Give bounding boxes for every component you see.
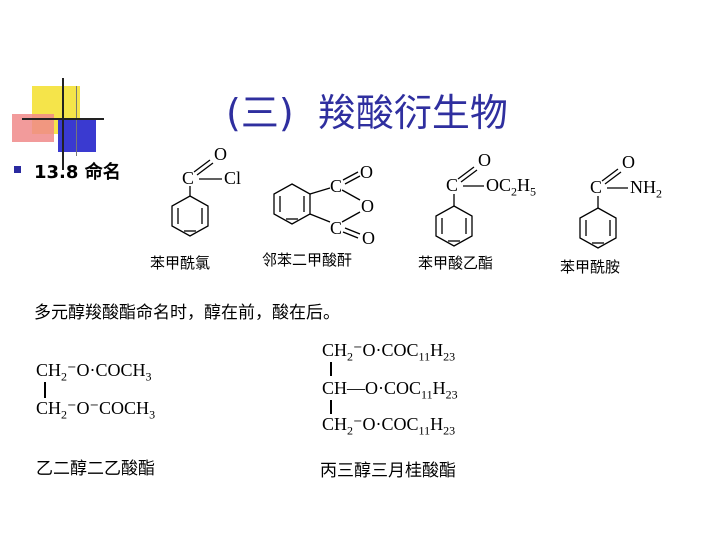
glycerol-ester-row: CH2⁻O·COC11H23 <box>322 340 456 364</box>
structure-caption: 邻苯二甲酸酐 <box>262 251 353 269</box>
atom-label: OC2H5 <box>486 175 537 199</box>
atom-label: O <box>360 162 373 182</box>
structure-caption: 苯甲酸乙酯 <box>418 254 494 272</box>
benzamide-structure <box>579 168 628 249</box>
slide-title: (三) 羧酸衍生物 <box>226 91 508 135</box>
benzoyl-chloride-structure <box>171 159 222 237</box>
structure-caption: 苯甲酰胺 <box>560 258 621 276</box>
atom-label: O <box>214 144 227 164</box>
atom-label: O <box>622 152 635 172</box>
section-heading: 13.8 命名 <box>34 162 121 183</box>
atom-label: O <box>362 228 375 248</box>
atom-label: C <box>590 177 603 197</box>
atom-label: C <box>182 168 195 188</box>
ethyl-benzoate-structure <box>435 166 484 247</box>
decor-blue-square <box>58 118 96 152</box>
atom-label: Cl <box>224 168 242 188</box>
structure-caption: 苯甲酰氯 <box>150 254 211 272</box>
title-text: 羧酸衍生物 <box>317 91 508 135</box>
atom-label: O <box>478 150 491 170</box>
bullet-icon <box>14 166 21 173</box>
glycol-ester-row: CH2⁻O⁻COCH3 <box>36 398 156 422</box>
decor-vertical-line-thin <box>76 86 77 156</box>
naming-rule-text: 多元醇羧酸酯命名时，醇在前，酸在后。 <box>34 303 340 323</box>
atom-label: C <box>446 175 459 195</box>
glycol-ester-row: CH2⁻O·COCH3 <box>36 360 152 384</box>
decor-horizontal-line <box>22 118 104 120</box>
glycerol-ester-row: CH—O·COC11H23 <box>322 378 458 402</box>
glycol-ester-name: 乙二醇二乙酸酯 <box>36 459 155 479</box>
bond-line <box>44 382 46 398</box>
atom-label: O <box>361 196 374 216</box>
atom-label: C <box>330 218 343 238</box>
bond-line <box>330 362 332 376</box>
phthalic-anhydride-structure <box>273 171 361 239</box>
bond-line <box>330 400 332 414</box>
decor-vertical-line <box>62 78 64 170</box>
glycerol-ester-name: 丙三醇三月桂酸酯 <box>320 461 456 481</box>
glycerol-ester-row: CH2⁻O·COC11H23 <box>322 414 456 438</box>
structures-diagram <box>171 159 628 249</box>
atom-label: C <box>330 176 343 196</box>
atom-label: NH2 <box>630 177 662 201</box>
